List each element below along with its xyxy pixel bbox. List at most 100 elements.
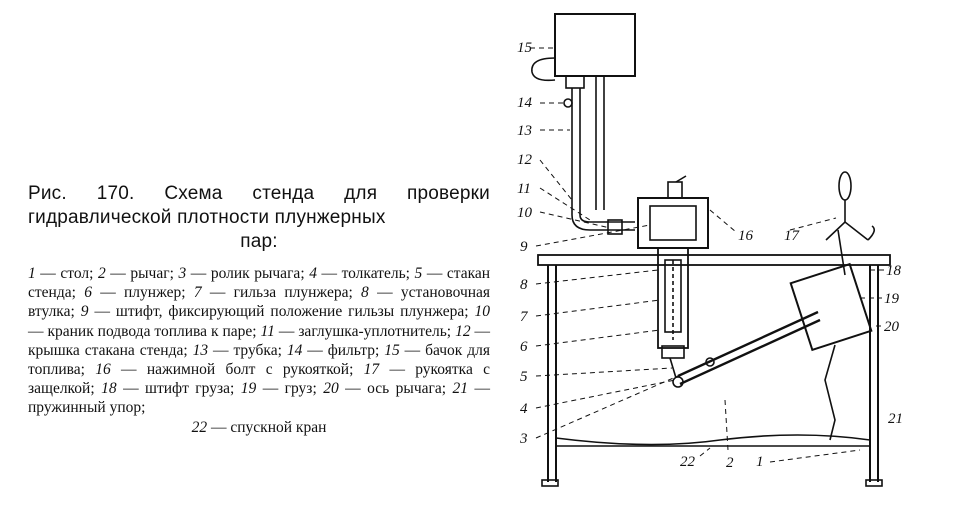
legend-item-text: ролик рычага xyxy=(210,265,301,282)
label-1: 1 xyxy=(756,454,764,470)
legend-item-number: 21 xyxy=(452,380,469,398)
tank-fitting xyxy=(565,75,585,89)
press-bolt xyxy=(667,181,683,199)
filter xyxy=(563,98,573,108)
legend-item-text: пружинный упор xyxy=(28,399,142,417)
stand-schematic-diagram: 15 14 13 12 11 10 9 8 7 6 5 4 3 16 17 18… xyxy=(517,13,903,487)
legend-item: 1 — стол; xyxy=(28,265,98,282)
legend-item: 20 — ось рычага; xyxy=(323,380,453,398)
label-13: 13 xyxy=(517,123,532,139)
label-7: 7 xyxy=(520,309,529,325)
legend-item-text: нажимной болт с рукояткой xyxy=(146,361,350,379)
legend-item: 15 — бачок для топлива; xyxy=(28,341,491,379)
legend-item-number: 7 xyxy=(193,284,202,302)
legend-item-text: установочная втулка xyxy=(28,284,491,321)
label-9: 9 xyxy=(520,239,528,255)
legend-item: 14 — фильтр; xyxy=(286,341,385,359)
label-15: 15 xyxy=(517,40,533,56)
legend-item-number: 8 xyxy=(361,284,369,302)
label-19: 19 xyxy=(884,291,900,307)
legend-item-number: 9 xyxy=(80,303,89,321)
legend-item: 8 — установочная втулка; xyxy=(28,284,491,321)
legend-item-text: плунжер xyxy=(124,284,182,302)
legend-item-text: груз xyxy=(284,380,313,398)
legend-item-text: спускной кран xyxy=(230,418,327,436)
legend-item-text: стол xyxy=(60,265,90,282)
legend-item: 19 — груз; xyxy=(240,380,324,398)
legend-item-text: ось рычага xyxy=(367,380,442,398)
table-top xyxy=(537,254,891,266)
label-4: 4 xyxy=(520,401,528,417)
label-22: 22 xyxy=(680,454,696,470)
legend-item: 21 — пружинный упор; xyxy=(28,380,490,417)
label-6: 6 xyxy=(520,339,528,355)
legend-item: 13 — трубка; xyxy=(192,341,287,359)
legend-item-number: 12 xyxy=(455,322,471,340)
legend-item-number: 17 xyxy=(363,361,380,379)
tank-hook xyxy=(531,57,556,82)
legend-item: 18 — штифт груза; xyxy=(101,380,241,398)
legend-item-number: 19 xyxy=(240,380,257,398)
lever xyxy=(677,310,819,378)
legend-item-number: 22 xyxy=(191,418,208,436)
legend-item-number: 1 xyxy=(28,265,36,282)
legend-item-text: толкатель xyxy=(341,265,406,282)
label-8: 8 xyxy=(520,277,528,293)
label-2: 2 xyxy=(726,455,734,471)
legend-item-text: крышка стакана стенда xyxy=(28,341,184,359)
label-21: 21 xyxy=(888,411,903,427)
legend-item-text: краник подвода топлива к паре xyxy=(47,322,253,340)
legend-item-number: 11 xyxy=(260,322,275,340)
legend-item-number: 2 xyxy=(97,265,106,282)
caption-title-end: пар: xyxy=(240,231,278,252)
label-17: 17 xyxy=(784,228,801,244)
legend-item-text: рукоятка с защелкой xyxy=(28,361,491,398)
label-14: 14 xyxy=(517,95,533,111)
legend-item-number: 6 xyxy=(84,284,92,302)
legend-item-number: 5 xyxy=(414,265,423,282)
plunger-sleeve xyxy=(657,247,689,349)
legend-item-number: 14 xyxy=(286,341,303,359)
label-16: 16 xyxy=(738,228,754,244)
label-11: 11 xyxy=(517,181,531,197)
figure-caption-title: Рис. 170. Схема стенда для проверки гидр… xyxy=(28,182,490,254)
weight xyxy=(789,262,873,352)
legend-item-number: 15 xyxy=(384,341,400,359)
label-18: 18 xyxy=(886,263,902,279)
legend-item: 22 — спускной кран xyxy=(191,418,327,436)
legend-item: 9 — штифт, фиксирующий положение гильзы … xyxy=(80,303,475,321)
legend-item-number: 10 xyxy=(474,303,491,321)
label-20: 20 xyxy=(884,319,900,335)
legend-item-number: 16 xyxy=(95,361,111,379)
legend-item: 7 — гильза плунжера; xyxy=(193,284,362,302)
legend-item-text: гильза плунжера xyxy=(233,284,349,302)
handle-knob xyxy=(838,171,852,201)
legend-item-text: бачок для топлива xyxy=(28,341,491,379)
legend-item-text: штифт, фиксирующий положение гильзы плун… xyxy=(115,303,465,321)
legend-item: 2 — рычаг; xyxy=(97,265,179,282)
label-10: 10 xyxy=(517,205,533,221)
pusher xyxy=(669,357,677,379)
label-3: 3 xyxy=(519,431,528,447)
figure-legend: 1 — стол; 2 — рычаг; 3 — ролик рычага; 4… xyxy=(28,264,490,437)
legend-item-number: 13 xyxy=(192,341,209,359)
legend-item-text: штифт груза xyxy=(145,380,230,398)
legend-item-text: заглушка-уплотнитель xyxy=(298,322,447,340)
legend-item-text: рычаг xyxy=(130,265,170,282)
bottom-brace xyxy=(555,434,871,446)
fuel-valve xyxy=(607,219,623,235)
legend-item-text: фильтр xyxy=(327,341,375,359)
spring-stop xyxy=(824,344,836,441)
legend-item: 4 — толкатель; xyxy=(309,265,415,282)
legend-item: 10 — краник подвода топлива к паре; xyxy=(28,303,491,340)
label-5: 5 xyxy=(520,369,528,385)
fuel-tank xyxy=(554,13,636,77)
legend-item-number: 18 xyxy=(101,380,117,398)
legend-item: 17 — рукоятка с защелкой; xyxy=(28,361,491,398)
legend-item: 6 — плунжер; xyxy=(84,284,194,302)
legend-item-number: 3 xyxy=(178,265,187,282)
legend-item-text: трубка xyxy=(233,341,278,359)
legend-item: 11 — заглушка-уплотнитель; xyxy=(260,322,456,340)
legend-item-text: стакан стенда xyxy=(28,265,491,302)
legend-item-number: 4 xyxy=(309,265,317,282)
